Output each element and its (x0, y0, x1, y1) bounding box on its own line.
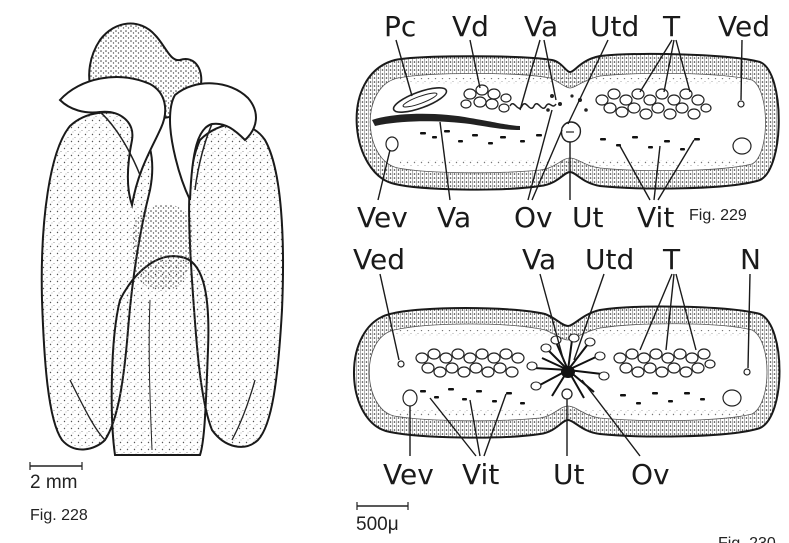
fig229-caption: Fig. 229 (689, 207, 747, 224)
fig230-uterus (562, 389, 572, 399)
fig229-vev-vessel-left (386, 137, 398, 151)
fig228-scale-label: 2 mm (30, 472, 78, 493)
fig229-label-ved: Ved (718, 10, 770, 43)
fig230-caption: Fig. 230 (718, 535, 776, 543)
fig229-label-ov: Ov (514, 201, 553, 234)
fig229-label-pc: Pc (384, 10, 416, 43)
fig230-label-vit: Vit (462, 458, 499, 491)
fig229-ved-vessel (738, 101, 744, 107)
fig228-central-shadow (132, 204, 193, 291)
fig228-caption: Fig. 228 (30, 507, 88, 524)
fig230-label-ved: Ved (353, 243, 405, 276)
fig229-label-utd: Utd (590, 10, 639, 43)
fig230-label-vev: Vev (383, 458, 434, 491)
fig230-label-n: N (740, 243, 761, 276)
fig230-scale-label: 500μ (356, 514, 399, 535)
fig230-vev-vessel-right (723, 390, 741, 406)
fig229-label-vit: Vit (637, 201, 674, 234)
fig229-label-va-bottom: Va (437, 201, 471, 234)
fig230-nerve (744, 369, 750, 375)
fig229-label-ut: Ut (572, 201, 603, 234)
fig230-ved-vessel (398, 361, 404, 367)
fig228-specimen (42, 24, 283, 455)
fig230-label-ut: Ut (553, 458, 584, 491)
fig230-label-utd: Utd (585, 243, 634, 276)
fig229-label-vd: Vd (452, 10, 489, 43)
fig230-label-t: T (662, 243, 681, 276)
fig229-label-t: T (662, 10, 681, 43)
fig229-label-va: Va (524, 10, 558, 43)
fig229-vev-vessel-right (733, 138, 751, 154)
fig230-label-va: Va (522, 243, 556, 276)
fig229-label-vev: Vev (357, 201, 408, 234)
fig229-section (357, 54, 779, 190)
fig230-label-ov: Ov (631, 458, 670, 491)
fig230-vev-vessel-left (403, 390, 417, 406)
